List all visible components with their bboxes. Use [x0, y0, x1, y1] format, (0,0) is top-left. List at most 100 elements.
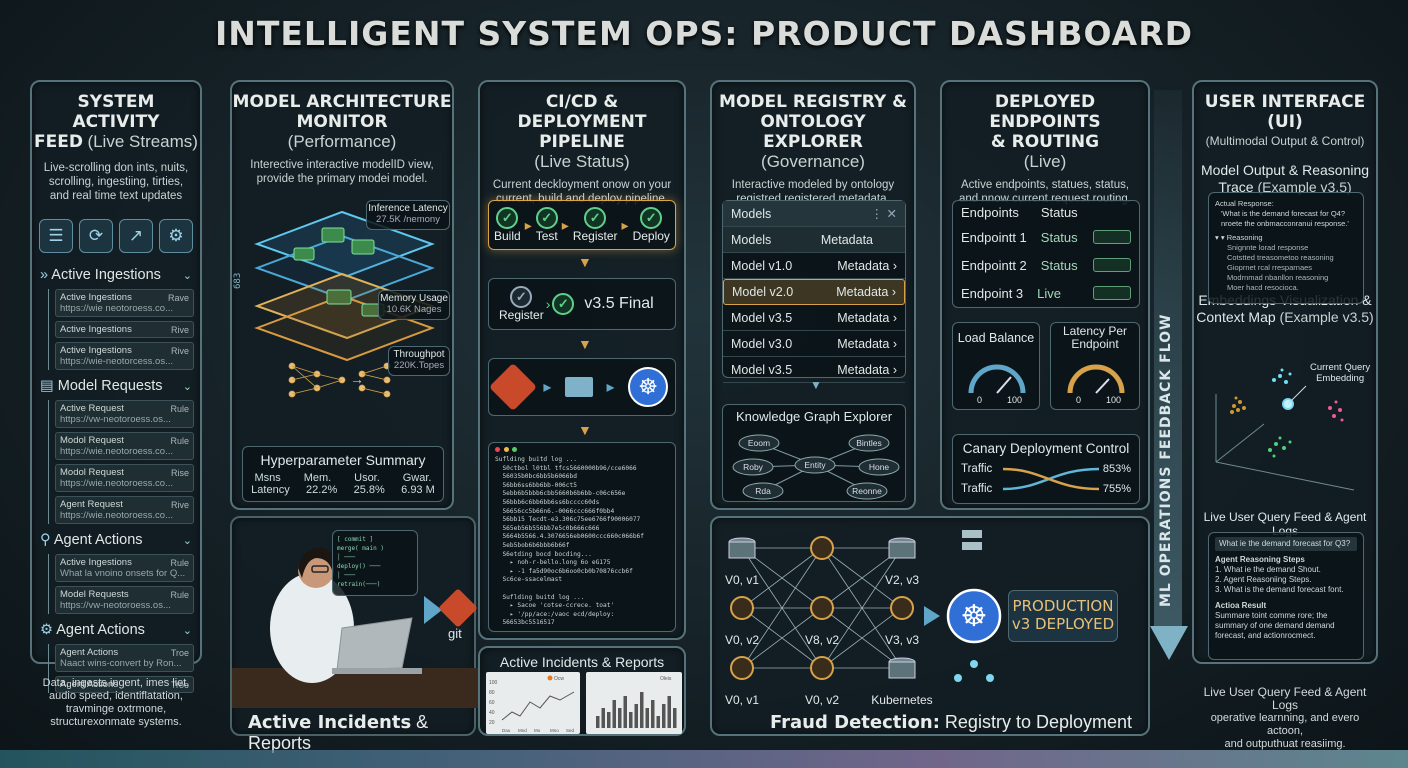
- build-log-terminal[interactable]: Suflding buitd log ... S0ctbol l0tbl tfc…: [488, 442, 676, 632]
- stage-build[interactable]: ✓Build: [494, 207, 521, 243]
- chevron-right-icon[interactable]: ›: [889, 336, 897, 351]
- node-label: Kubernetes: [871, 693, 932, 707]
- kg-node[interactable]: [794, 456, 836, 474]
- model-meta-cell: Metadata ›: [837, 363, 897, 377]
- trend-icon[interactable]: ↗: [119, 219, 153, 253]
- legend-dot: [547, 675, 553, 681]
- inference-latency-card[interactable]: Inference Latency 27.5K /nemony: [366, 200, 450, 230]
- section-header[interactable]: ⚙ Agent Actions ⌄: [38, 620, 194, 640]
- code-window[interactable]: [ commit ] merge( main ) │ ─── deploy() …: [332, 530, 418, 596]
- load-balance-gauge[interactable]: Load Balance 0 100: [952, 322, 1040, 410]
- chevron-right-icon[interactable]: ›: [888, 285, 896, 299]
- latency-gauge[interactable]: Latency Per Endpoint 0 100: [1050, 322, 1140, 410]
- architecture-stack-diagram[interactable]: 683 →: [232, 194, 456, 424]
- panel-title-2: FEED: [34, 132, 83, 152]
- kg-node[interactable]: [732, 458, 774, 476]
- node-icon[interactable]: [890, 596, 914, 620]
- chevron-down-icon[interactable]: ⌄: [182, 269, 192, 282]
- section-header-left: ⚙ Agent Actions: [40, 622, 145, 638]
- node-icon[interactable]: [730, 596, 754, 620]
- chevron-down-icon[interactable]: ⌄: [182, 624, 192, 637]
- hyperparameter-summary[interactable]: Hyperparameter Summary Msns Mem. Usor. G…: [242, 446, 444, 502]
- status-toggle[interactable]: [1093, 230, 1131, 244]
- memory-usage-card[interactable]: Memory Usage 10.6K Nages: [378, 290, 450, 320]
- status-toggle[interactable]: [1093, 286, 1131, 300]
- register-version-card[interactable]: ✓Register › ✓ v3.5 Final: [488, 278, 676, 330]
- stage-label: Build: [494, 229, 521, 243]
- stage-register[interactable]: ✓Register: [573, 207, 618, 243]
- node-icon[interactable]: [810, 596, 834, 620]
- chevron-right-icon[interactable]: ›: [889, 258, 897, 273]
- section-header[interactable]: » Active Ingestions⌄: [38, 265, 194, 285]
- stage-deploy[interactable]: ✓Deploy: [633, 207, 670, 243]
- deploy-tools-card[interactable]: ▸ ▸ ☸: [488, 358, 676, 416]
- footer-line: audio speed, identiflatation,: [49, 690, 183, 702]
- user-interface-panel: USER INTERFACE (UI) (Multimodal Output &…: [1192, 80, 1378, 664]
- sliders-icon[interactable]: ☰: [39, 219, 73, 253]
- model-output-trace[interactable]: Actual Response: 'What is the demand for…: [1208, 192, 1364, 304]
- network-edge: [741, 547, 823, 669]
- item-tag: Rive: [170, 500, 189, 510]
- pipeline-stages[interactable]: ✓Build ▸ ✓Test ▸ ✓Register ▸ ✓Deploy: [488, 200, 676, 250]
- kg-node[interactable]: [848, 434, 890, 452]
- item-tag: Rule: [170, 590, 189, 600]
- log-line: ▸ -1 fa5d90oc6b6oo0cb0b70876ccb6f: [495, 567, 633, 575]
- embeddings-scatter[interactable]: [1194, 354, 1380, 504]
- kg-node[interactable]: [846, 482, 888, 500]
- item-url: Naact wins-convert by Ron...: [60, 658, 182, 669]
- status-toggle[interactable]: [1093, 258, 1131, 272]
- kg-node[interactable]: [858, 458, 900, 476]
- throughput-card[interactable]: Throughpot 220K.Topes: [388, 346, 450, 376]
- bar: [651, 700, 655, 728]
- refresh-icon[interactable]: ⟳: [79, 219, 113, 253]
- gear-icon[interactable]: ⚙: [159, 219, 193, 253]
- production-status[interactable]: PRODUCTION v3 DEPLOYED: [1008, 590, 1118, 642]
- section-header[interactable]: ▤ Model Requests⌄: [38, 376, 194, 396]
- chevron-right-icon[interactable]: ›: [889, 362, 897, 377]
- kg-node[interactable]: [738, 434, 780, 452]
- node-icon[interactable]: [810, 536, 834, 560]
- live-query-feed[interactable]: What ie the demand forecast for Q3? Agen…: [1208, 532, 1364, 660]
- panel-title: CI/CD & DEPLOYMENT: [517, 92, 647, 132]
- feed-action: Summare toint comme rore; the: [1215, 611, 1328, 620]
- canary-deployment-control[interactable]: Canary Deployment Control Traffic Traffi…: [952, 434, 1140, 504]
- stage-test[interactable]: ✓Test: [535, 207, 558, 243]
- section-header[interactable]: ⚲ Agent Actions⌄: [38, 530, 194, 550]
- node-icon[interactable]: [810, 656, 834, 680]
- chevron-down-icon[interactable]: ⌄: [182, 380, 192, 393]
- panel-title-2: & ROUTING: [990, 132, 1100, 152]
- kg-node[interactable]: [742, 482, 784, 500]
- node-icon[interactable]: [730, 656, 754, 680]
- chevron-down-icon[interactable]: ⌄: [182, 534, 192, 547]
- panel-desc: Interactive modeled by ontology: [731, 179, 895, 191]
- chevron-right-icon[interactable]: ›: [889, 310, 897, 325]
- close-icon[interactable]: ⋮ ✕: [870, 207, 897, 221]
